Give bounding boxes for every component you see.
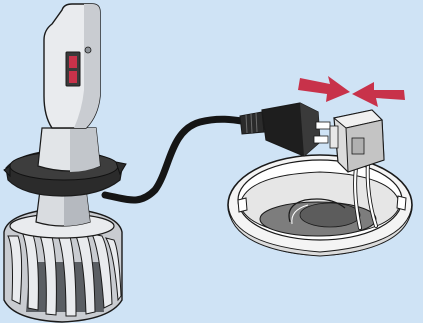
push-together-arrows-icon (298, 76, 405, 107)
led-bulb (4, 4, 126, 322)
led-chip (69, 56, 77, 68)
bulb-side-plug (240, 103, 330, 156)
led-chip (69, 71, 77, 83)
led-blade (44, 4, 100, 128)
screw-icon (85, 47, 91, 53)
headlight-socket (228, 155, 412, 256)
power-cable (105, 119, 248, 200)
socket-side-connector (330, 110, 384, 172)
